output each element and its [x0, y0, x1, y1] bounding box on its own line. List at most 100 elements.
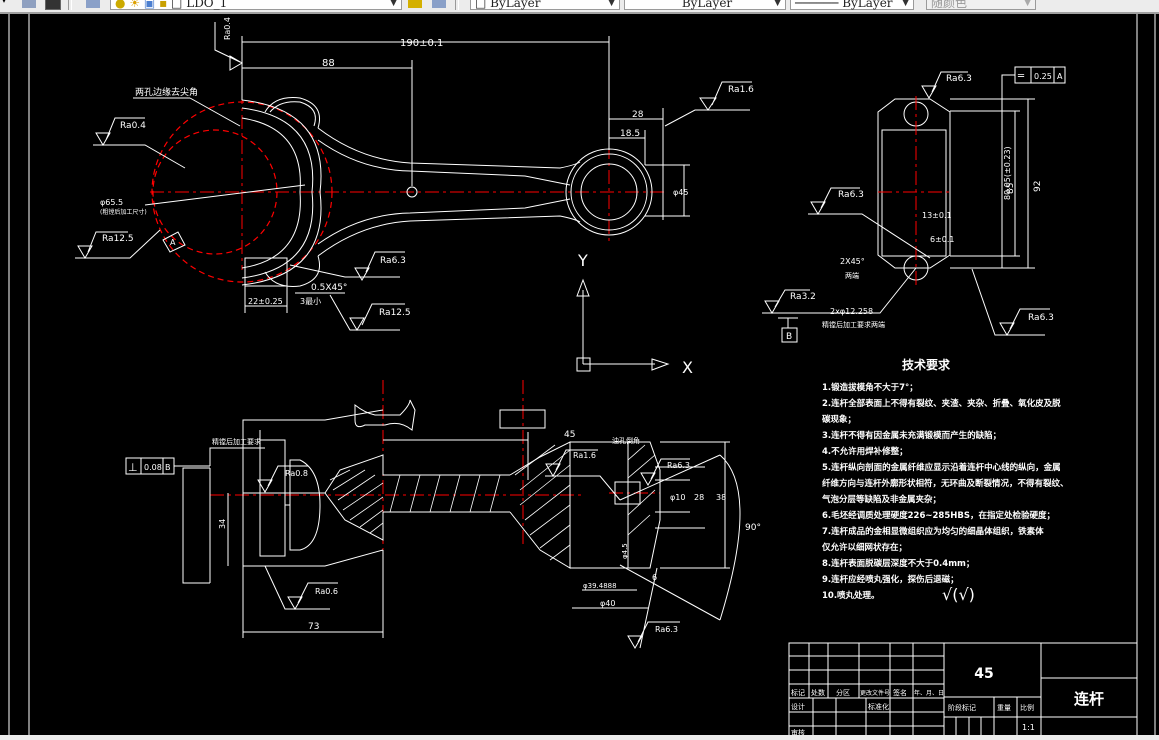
roughness-label: Ra6.3: [838, 190, 864, 200]
small-end-bush: [628, 441, 661, 569]
section-outline: [242, 492, 384, 567]
roughness-symbol: [640, 458, 690, 486]
hatch-shank: [389, 474, 501, 513]
layers-icon[interactable]: [86, 0, 100, 8]
requirement-item: 3.连杆不得有因金属未充满锻模而产生的缺陷；: [822, 430, 1001, 441]
requirement-item: 纤维方向与连杆外廓形状相符，无环曲及断裂情况，不得有裂纹、: [822, 478, 1069, 489]
bolt-boss: [264, 255, 320, 287]
roughness-label: Ra12.5: [102, 234, 134, 244]
dim-45-label: 45: [564, 430, 575, 440]
shank-edge: [317, 198, 571, 245]
color-swatch-icon: □: [475, 0, 487, 10]
roughness-label: Ra1.6: [573, 451, 596, 460]
side-view: 92 85 80.05(±0.23) ═ 0.25 A Ra6.3 Ra6.3 …: [762, 66, 1066, 343]
roughness-symbol: [289, 251, 405, 281]
angle-leg: [619, 454, 721, 501]
tech-requirements-title: 技术要求: [902, 357, 951, 372]
color-dropdown[interactable]: □ ByLayer ▼: [470, 0, 620, 10]
printer-icon: ▪: [159, 0, 168, 10]
properties-toolbar: ▾ ● ☀ ▣ ▪ □ LDO_1 ▼ □ ByLayer ▼ ByLayer …: [0, 0, 1159, 14]
roughness-label: Ra6.3: [1028, 313, 1054, 323]
roughness-label: Ra6.3: [655, 625, 678, 634]
dim-22-label: 22±0.25: [248, 297, 283, 306]
roughness-symbol: [257, 465, 308, 493]
dim-18-5-label: 18.5: [620, 129, 640, 139]
leader-line: [182, 467, 210, 584]
roughness-symbol: [93, 117, 186, 169]
roughness-label: Ra3.2: [790, 292, 816, 302]
flatness-tolerance-frame: ═ 0.25 A: [1001, 66, 1066, 96]
plotstyle-dropdown[interactable]: 随颜色 ▼: [926, 0, 1036, 10]
scale-label: 比例: [1020, 703, 1034, 712]
layer-name: LDO_1: [186, 0, 228, 10]
requirement-item: 9.连杆应经喷丸强化，探伤后退磁；: [822, 574, 959, 585]
chevron-down-icon: ▼: [902, 0, 909, 8]
section-outline: [242, 409, 384, 493]
big-end-arc: [241, 117, 301, 269]
chevron-down-icon: ▼: [774, 0, 781, 8]
header-mark: 标记: [791, 688, 805, 697]
dim-10-label: φ10: [670, 493, 685, 502]
roughness-label: Ra1.6: [728, 85, 754, 95]
chevron-down-icon: ▼: [390, 0, 397, 8]
layer-properties-icon[interactable]: [22, 0, 36, 8]
bolt-boss: [264, 97, 320, 129]
roughness-symbol: [264, 565, 338, 610]
layer-state-icon[interactable]: [45, 0, 61, 10]
requirement-item: 仅允许以细网状存在；: [821, 542, 907, 553]
requirement-item: 碳现象；: [822, 414, 856, 425]
requirement-item: 4.不允许用焊补修整；: [822, 446, 908, 457]
hatch-right: [514, 444, 656, 561]
dim-total-label: 190±0.1: [400, 38, 443, 49]
roughness-symbol: [75, 229, 161, 259]
roughness-symbol: [920, 71, 968, 100]
big-end-circle: [151, 101, 333, 283]
leader-line: [144, 184, 306, 206]
tolerance-value: 0.08: [144, 463, 162, 472]
lineweight-dropdown[interactable]: ────── ByLayer ▼: [790, 0, 914, 10]
dim-13-label: 13±0.1: [922, 211, 952, 220]
side-outline: [877, 98, 951, 269]
small-end-mid: [570, 153, 648, 231]
roughness-symbol: [808, 187, 931, 259]
roughness-label: Ra0.6: [315, 587, 338, 596]
dim-inner-label: 80.05(±0.23): [1003, 146, 1012, 200]
big-end-bore: [152, 129, 278, 255]
row-standard: 标准化: [868, 702, 889, 711]
linetype-dropdown[interactable]: ByLayer ▼: [624, 0, 786, 10]
scale-value: 1:1: [1022, 723, 1035, 732]
header-change-doc: 更改文件号: [860, 689, 890, 697]
leader-line: [189, 97, 241, 127]
rod-section: [324, 454, 510, 541]
tech-requirements: 技术要求 1.锻造拔模角不大于7°； 2.连杆全部表面上不得有裂纹、夹渣、夹杂、…: [821, 357, 1069, 604]
color-swatch-icon: □: [171, 0, 183, 10]
dim-73-label: 73: [308, 622, 319, 632]
requirement-item: 8.连杆表面脱碳层深度不大于0.4mm；: [822, 558, 974, 569]
roughness-label: Ra6.3: [380, 256, 406, 266]
roughness-label: Ra0.4: [120, 121, 146, 131]
perpendicularity-tolerance-frame: ⊥ 0.08 B: [125, 457, 210, 475]
dropdown-arrow-icon[interactable]: ▾: [2, 0, 7, 5]
angle-label: A: [170, 238, 176, 247]
view-direction-arrow: [162, 231, 186, 253]
stage-mark-label: 阶段标记: [948, 703, 976, 712]
requirement-item: 2.连杆全部表面上不得有裂纹、夹渣、夹杂、折叠、氧化皮及脱: [822, 398, 1061, 409]
layer-previous-icon[interactable]: [432, 0, 446, 8]
piston-slot: [259, 430, 286, 557]
row-review: 审核: [791, 728, 805, 736]
main-view: 190±0.1 88 28 18.5 φ45 Ra1.6 Ra0.4 两孔边缘去…: [75, 17, 754, 331]
drawing-canvas[interactable]: 190±0.1 88 28 18.5 φ45 Ra1.6 Ra0.4 两孔边缘去…: [0, 14, 1159, 737]
material-label: 45: [974, 666, 993, 682]
dim-92-label: 92: [1033, 181, 1043, 192]
layer-dropdown[interactable]: ● ☀ ▣ ▪ □ LDO_1 ▼: [110, 0, 402, 10]
roughness-symbol: [762, 267, 917, 314]
lightbulb-icon: ●: [115, 0, 126, 10]
chamfer-label: 2X45°: [840, 257, 865, 266]
make-current-layer-icon[interactable]: [408, 0, 422, 8]
dim-34-label: 34: [218, 519, 227, 529]
header-count: 处数: [811, 688, 825, 697]
requirement-item: 10.喷丸处理。: [822, 590, 880, 601]
tolerance-datum: A: [1057, 72, 1063, 81]
cross-section-a: [354, 399, 416, 431]
dim-3-label: 3最小: [300, 297, 321, 306]
